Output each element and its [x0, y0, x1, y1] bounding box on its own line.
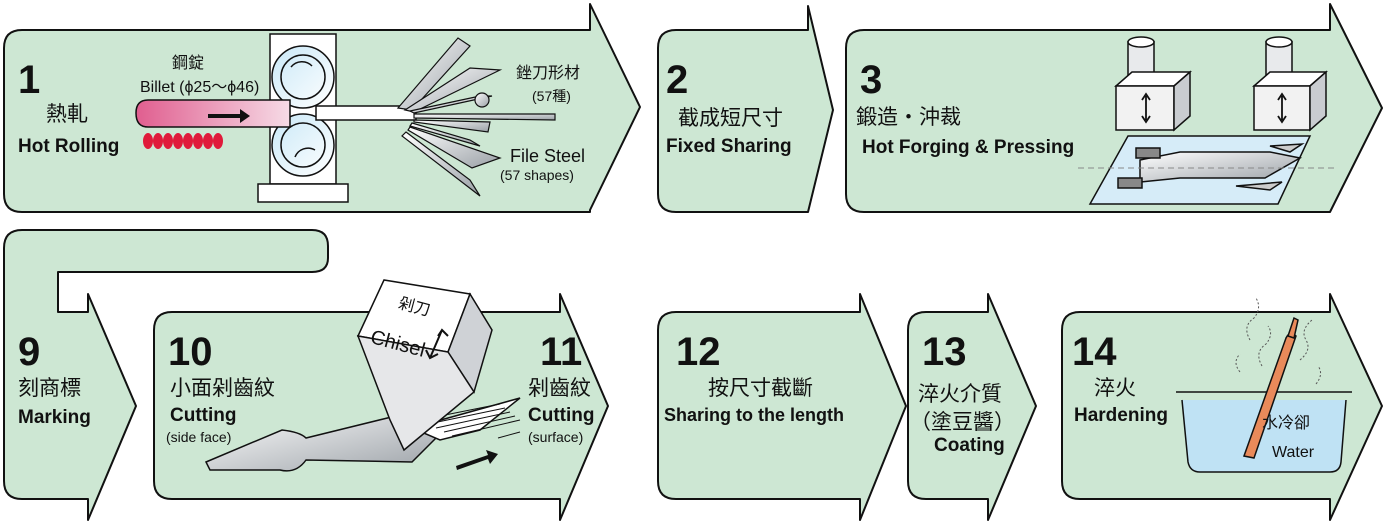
step-13-en-label: Coating	[934, 435, 1005, 456]
arrow-step-2	[657, 5, 834, 213]
billet-zh-label: 鋼錠	[172, 55, 205, 72]
step-11-number: 11	[540, 330, 583, 374]
step-11-en-label: Cutting	[528, 405, 595, 426]
step-11-zh-label: 剁齒紋	[528, 377, 591, 400]
arrow-step-12	[657, 293, 907, 521]
heating-flames	[143, 133, 223, 149]
water-en-label: Water	[1272, 444, 1315, 461]
feed-direction-arrow	[208, 109, 250, 123]
step-14-number: 14	[1072, 330, 1117, 374]
step-9-zh-label: 刻商標	[18, 377, 81, 400]
step-2-en-label: Fixed Sharing	[666, 136, 792, 157]
step-10-zh-label: 小面剁齒紋	[170, 377, 275, 400]
step-11-note: (surface)	[528, 429, 584, 445]
step-1-zh-label: 熱軋	[46, 103, 88, 126]
step-10-note: (side face)	[166, 429, 232, 445]
billet-bar	[135, 99, 291, 128]
step-10-en-label: Cutting	[170, 405, 237, 426]
step-3-number: 3	[860, 58, 883, 102]
step-13-zh2-label: （塗豆醬）	[910, 411, 1015, 434]
step-14-en-label: Hardening	[1074, 405, 1168, 426]
file-steel-count-zh: (57種)	[532, 88, 571, 104]
water-zh-label: 水冷卻	[1262, 415, 1311, 432]
file-steel-profiles	[396, 37, 556, 197]
step-13-number: 13	[922, 330, 967, 374]
step-1-number: 1	[18, 58, 41, 102]
cutting-direction-arrow	[456, 450, 498, 470]
step-2-number: 2	[666, 58, 689, 102]
steam	[1235, 297, 1322, 385]
step-9-number: 9	[18, 330, 41, 374]
water-tank	[1181, 399, 1347, 473]
arrow-connector-9	[3, 229, 329, 521]
step-3-en-label: Hot Forging & Pressing	[862, 137, 1075, 158]
arrow-step-13	[907, 293, 1037, 521]
step-13-zh-label: 淬火介質	[918, 383, 1002, 406]
step-10-number: 10	[168, 330, 213, 374]
file-steel-en-label: File Steel	[510, 146, 586, 166]
billet-en-label: Billet (ϕ25～ϕ46)	[140, 79, 260, 96]
step-3-zh-label: 鍛造・沖裁	[856, 106, 961, 129]
file-steel-zh-label: 銼刀形材	[516, 65, 581, 82]
file-blank	[204, 409, 452, 472]
rolling-mill-illustration	[135, 33, 417, 203]
step-12-number: 12	[676, 330, 721, 374]
step-1-en-label: Hot Rolling	[18, 136, 120, 157]
chisel-cutting-illustration	[204, 279, 521, 472]
forging-press-illustration	[1088, 36, 1328, 205]
step-12-zh-label: 按尺寸截斷	[708, 377, 813, 400]
water-bath-illustration	[1176, 316, 1352, 473]
step-2-zh-label: 截成短尺寸	[678, 107, 783, 130]
step-14-zh-label: 淬火	[1094, 377, 1136, 400]
step-12-en-label: Sharing to the length	[664, 405, 844, 425]
file-steel-count-en: (57 shapes)	[500, 167, 574, 183]
step-9-en-label: Marking	[18, 407, 91, 428]
